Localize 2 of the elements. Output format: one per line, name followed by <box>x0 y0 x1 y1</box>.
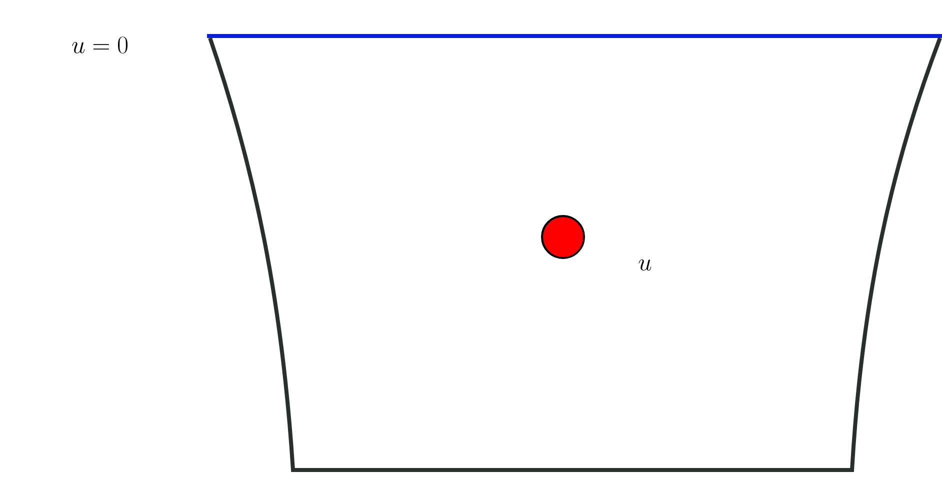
math-label: $u = 0$ <box>72 36 128 54</box>
math-label: $u$ <box>638 259 652 271</box>
